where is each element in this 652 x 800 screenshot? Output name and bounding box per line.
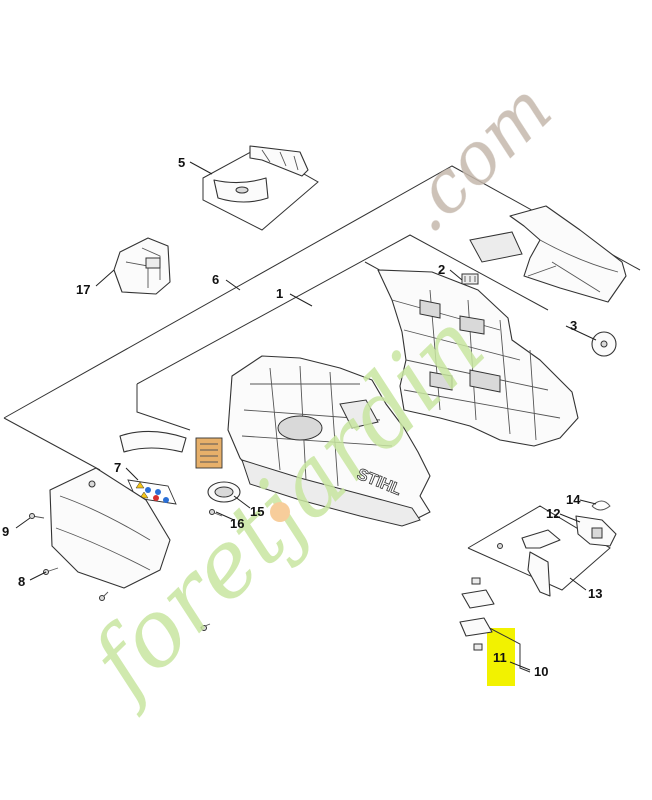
- part-17-end-cap: [113, 237, 171, 295]
- part-6-trim-strip: [119, 430, 187, 453]
- callout-13: 13: [588, 586, 602, 601]
- callout-16: 16: [230, 516, 244, 531]
- callout-1: 1: [276, 286, 283, 301]
- callout-3: 3: [570, 318, 577, 333]
- callout-8: 8: [18, 574, 25, 589]
- part-5-trim: [213, 145, 309, 203]
- callout-14: 14: [566, 492, 581, 507]
- callout-15: 15: [250, 504, 264, 519]
- callout-10: 10: [534, 664, 548, 679]
- callout-6: 6: [212, 272, 219, 287]
- callout-11: 11: [493, 650, 507, 665]
- callout-5: 5: [178, 155, 185, 170]
- highlight-part-11: [487, 628, 515, 686]
- part-side-cover: [49, 467, 171, 589]
- part-16-screw: [209, 509, 223, 517]
- callout-7: 7: [114, 460, 121, 475]
- part-12-grip-lever: [497, 515, 617, 597]
- callouts: 5 17 6 1 2 3 7 9 8 16 15 14 12 13 11 10: [2, 155, 602, 679]
- part-11-pin: [473, 643, 483, 651]
- callout-17: 17: [76, 282, 90, 297]
- watermark-orange-dot: [270, 502, 290, 522]
- part-14-spring: [591, 500, 611, 511]
- part-15-cap: [207, 481, 241, 503]
- part-1-right-housing: [377, 269, 579, 447]
- leader-lines: [15, 161, 597, 671]
- callout-9: 9: [2, 524, 9, 539]
- part-10-slider: [459, 577, 495, 651]
- callout-12: 12: [546, 506, 560, 521]
- callout-2: 2: [438, 262, 445, 277]
- part-2-clip: [461, 273, 479, 285]
- assembly-frame-5: [202, 147, 319, 231]
- assembly-frame-10: [477, 621, 531, 673]
- part-1-left-housing: [227, 355, 431, 527]
- part-3-rear-cover: [469, 205, 627, 357]
